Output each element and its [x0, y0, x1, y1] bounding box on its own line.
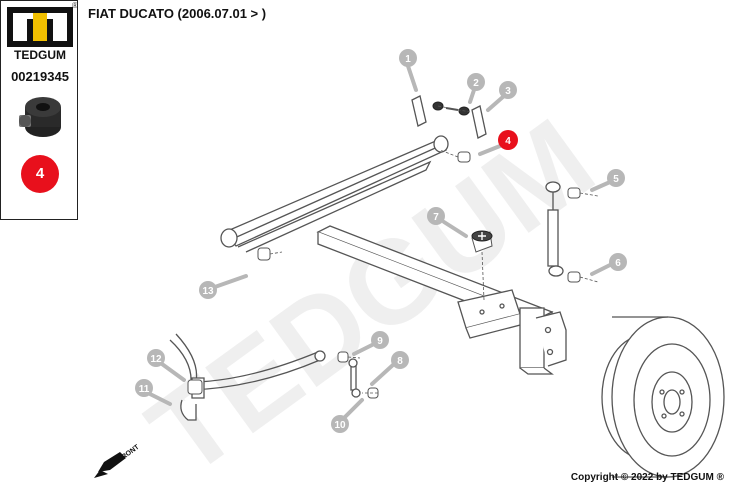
- bushing-4: [457, 151, 471, 163]
- bolt-2: [445, 107, 459, 111]
- leaf-spring: [220, 135, 449, 253]
- tedgum-logo: TEDGUM: [7, 7, 73, 62]
- callout-2: 2: [467, 73, 485, 91]
- registered-mark: ®: [72, 1, 78, 10]
- bushing-13: [257, 247, 271, 261]
- callouts: 1 2 3 4 5 6 7 8 9 10 11 12 13: [135, 49, 627, 433]
- copyright-notice: Copyright © 2022 by TEDGUM ®: [570, 472, 724, 483]
- callout-6: 6: [609, 253, 627, 271]
- svg-text:7: 7: [433, 212, 439, 223]
- svg-text:12: 12: [150, 354, 162, 365]
- shock-absorber: [545, 181, 564, 277]
- callout-8: 8: [391, 351, 409, 369]
- part-info-panel: TEDGUM ® 00219345 4: [0, 0, 78, 220]
- svg-text:3: 3: [505, 86, 511, 97]
- svg-text:4: 4: [505, 136, 511, 147]
- svg-text:8: 8: [397, 356, 403, 367]
- logo-wordmark: TEDGUM: [14, 48, 66, 62]
- bump-stop-7: [471, 230, 493, 253]
- callout-9: 9: [371, 331, 389, 349]
- bushing-12: [187, 379, 203, 395]
- callout-7: 7: [427, 207, 445, 225]
- callout-13: 13: [199, 281, 217, 299]
- wheel-drum: [601, 316, 725, 478]
- callout-3: 3: [499, 81, 517, 99]
- callout-4-highlight: 4: [498, 130, 518, 150]
- callout-5: 5: [607, 169, 625, 187]
- callout-10: 10: [331, 415, 349, 433]
- part-thumbnail: [19, 97, 61, 137]
- stabilizer-link: [348, 358, 361, 398]
- callout-11: 11: [135, 379, 153, 397]
- svg-text:2: 2: [473, 78, 479, 89]
- diagram-title: FIAT DUCATO (2006.07.01 > ): [88, 6, 267, 21]
- part-number: 00219345: [11, 69, 69, 84]
- svg-text:5: 5: [613, 174, 619, 185]
- svg-text:6: 6: [615, 258, 621, 269]
- front-direction-arrow: FRONT: [94, 443, 141, 478]
- leader-lines: [269, 105, 599, 394]
- callout-arrows: [148, 64, 614, 420]
- axle-beam: [316, 225, 567, 375]
- svg-text:1: 1: [405, 54, 411, 65]
- svg-text:11: 11: [139, 384, 150, 395]
- bushing-9: [337, 351, 349, 363]
- svg-text:9: 9: [377, 336, 383, 347]
- highlighted-item-badge: 4: [21, 155, 59, 193]
- shackle-plates: [411, 95, 487, 139]
- svg-text:13: 13: [202, 286, 214, 297]
- bushing-6: [567, 271, 581, 283]
- callout-1: 1: [399, 49, 417, 67]
- callout-12: 12: [147, 349, 165, 367]
- svg-text:10: 10: [334, 420, 346, 431]
- bushing-5: [567, 187, 581, 199]
